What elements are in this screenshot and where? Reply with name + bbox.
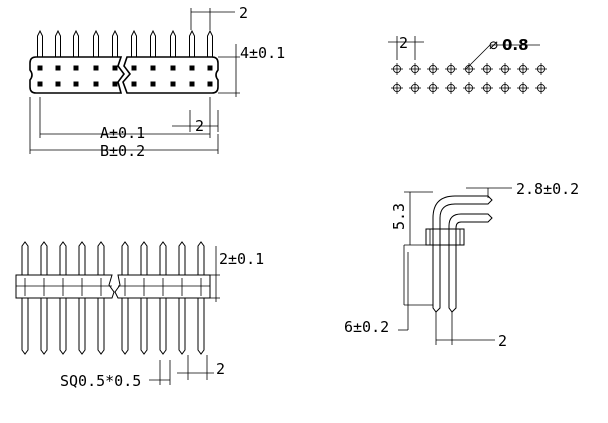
pcb-hole bbox=[481, 63, 493, 75]
pin-square bbox=[93, 81, 99, 87]
side-pin bbox=[159, 241, 167, 275]
pcb-hole bbox=[499, 82, 511, 94]
side-pin bbox=[178, 241, 186, 275]
side-pin-tail bbox=[21, 298, 29, 355]
top-view-body-right bbox=[122, 56, 219, 94]
pin-square bbox=[150, 81, 156, 87]
pcb-holes bbox=[391, 63, 547, 94]
top-view: 2 4±0.1 A±0.1 2 B±0.2 bbox=[29, 4, 285, 160]
side-view-body bbox=[15, 274, 115, 299]
pcb-hole bbox=[445, 82, 457, 94]
side-pin bbox=[140, 241, 148, 275]
pin-square bbox=[189, 65, 195, 71]
side-pin-tail bbox=[159, 298, 167, 355]
side-pin-tail bbox=[121, 298, 129, 355]
side-pin-tail bbox=[178, 298, 186, 355]
side-pin bbox=[97, 241, 105, 275]
dim-a-label: A±0.1 bbox=[100, 124, 145, 142]
side-pin bbox=[21, 241, 29, 275]
top-pin bbox=[93, 29, 99, 57]
side-pitch-label: 2 bbox=[216, 360, 225, 378]
side-pin bbox=[78, 241, 86, 275]
pin-square bbox=[112, 81, 118, 87]
top-view-pin-squares bbox=[37, 65, 213, 87]
pcb-hole bbox=[427, 82, 439, 94]
pin-square bbox=[170, 81, 176, 87]
pin-square bbox=[207, 65, 213, 71]
pcb-hole bbox=[409, 63, 421, 75]
right-angle-body bbox=[425, 228, 465, 246]
pcb-hole bbox=[517, 63, 529, 75]
hole-diameter-label: 0.8 bbox=[502, 36, 529, 54]
pin-square-label: SQ0.5*0.5 bbox=[60, 372, 141, 390]
pin-square bbox=[37, 65, 43, 71]
pcb-hole bbox=[427, 63, 439, 75]
pcb-hole bbox=[409, 82, 421, 94]
side-pin-tail bbox=[197, 298, 205, 355]
top-pitch-label: 2 bbox=[239, 4, 248, 22]
top-view-body bbox=[29, 56, 125, 94]
pin-square bbox=[150, 65, 156, 71]
pin-square bbox=[131, 81, 137, 87]
side-pin bbox=[40, 241, 48, 275]
top-pin bbox=[131, 29, 137, 57]
pin-square bbox=[112, 65, 118, 71]
top-pin bbox=[73, 29, 79, 57]
right-pitch-label: 2 bbox=[498, 332, 507, 350]
pin-square bbox=[189, 81, 195, 87]
top-pin bbox=[207, 29, 213, 57]
body-height-label: 4±0.1 bbox=[240, 44, 285, 62]
pin-square bbox=[55, 65, 61, 71]
pcb-hole bbox=[463, 63, 475, 75]
top-pin bbox=[112, 29, 118, 57]
pcb-hole bbox=[499, 63, 511, 75]
side-pin bbox=[197, 241, 205, 275]
right-height-label: 5.3 bbox=[390, 203, 408, 230]
pin-square bbox=[55, 81, 61, 87]
right-tail-label: 6±0.2 bbox=[344, 318, 389, 336]
pin-square bbox=[207, 81, 213, 87]
top-pin bbox=[189, 29, 195, 57]
pcb-hole bbox=[481, 82, 493, 94]
top-pin bbox=[37, 29, 43, 57]
top-pin bbox=[170, 29, 176, 57]
top-view-pins bbox=[37, 29, 213, 57]
side-pin-tail bbox=[97, 298, 105, 355]
side-view-body-right bbox=[114, 274, 211, 299]
pin-square bbox=[37, 81, 43, 87]
side-body-label: 2±0.1 bbox=[219, 250, 264, 268]
side-pin-tail bbox=[40, 298, 48, 355]
side-pin-tail bbox=[140, 298, 148, 355]
pin-square bbox=[73, 65, 79, 71]
top-pin bbox=[55, 29, 61, 57]
side-view: 2±0.1 2 SQ0.5*0.5 bbox=[15, 241, 264, 390]
top-pin bbox=[150, 29, 156, 57]
side-pin-tail bbox=[59, 298, 67, 355]
pcb-hole bbox=[391, 63, 403, 75]
side-view-pins bbox=[21, 241, 205, 355]
right-length-label: 2.8±0.2 bbox=[516, 180, 579, 198]
pcb-pitch-label: 2 bbox=[399, 34, 408, 52]
pcb-hole bbox=[535, 63, 547, 75]
pin-square bbox=[93, 65, 99, 71]
hole-symbol: ∅ bbox=[489, 36, 498, 54]
side-pin-tail bbox=[78, 298, 86, 355]
side-pin bbox=[59, 241, 67, 275]
pcb-hole bbox=[445, 63, 457, 75]
pin-square bbox=[73, 81, 79, 87]
dim-a-pitch-label: 2 bbox=[195, 117, 204, 135]
side-pin bbox=[121, 241, 129, 275]
pin-square bbox=[170, 65, 176, 71]
pcb-hole bbox=[463, 82, 475, 94]
pin-square bbox=[131, 65, 137, 71]
pcb-layout: 2 ∅ 0.8 bbox=[388, 34, 547, 94]
pcb-hole bbox=[535, 82, 547, 94]
pcb-hole bbox=[391, 82, 403, 94]
right-angle-view: 2.8±0.2 5.3 6±0.2 2 bbox=[344, 180, 579, 350]
dim-b-label: B±0.2 bbox=[100, 142, 145, 160]
pcb-hole bbox=[517, 82, 529, 94]
